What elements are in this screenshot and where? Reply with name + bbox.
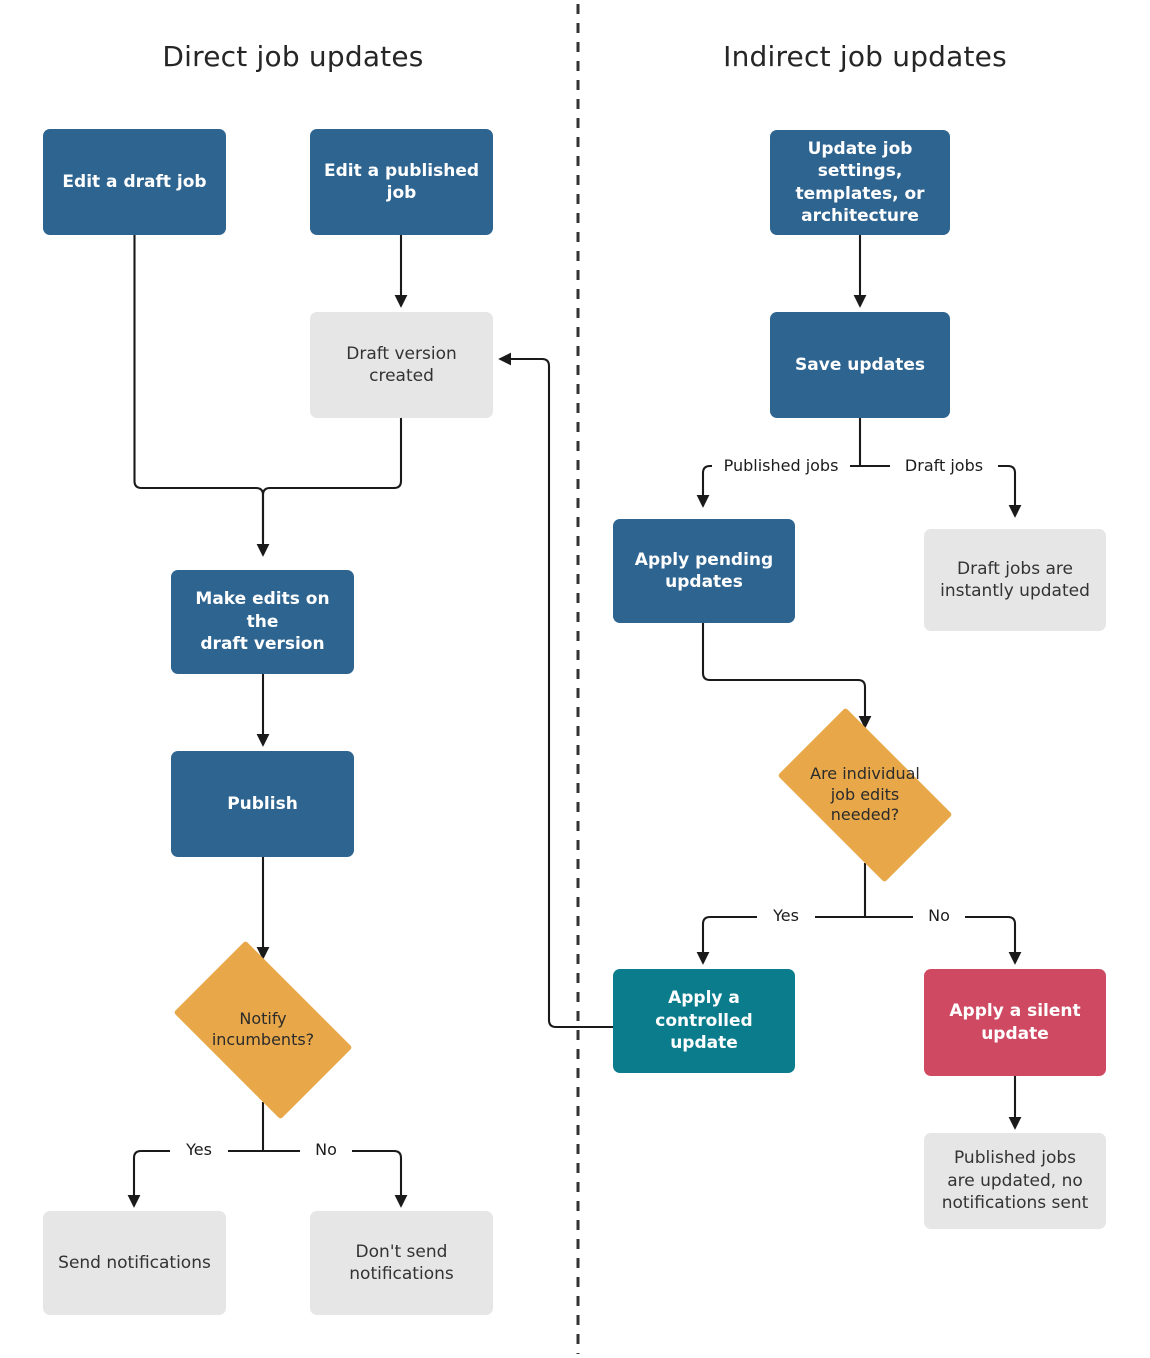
edge-label-published-jobs: Published jobs xyxy=(712,456,850,475)
edge-label-notify-no: No xyxy=(300,1140,352,1159)
node-edit-a-published-job[interactable]: Edit a published job xyxy=(310,129,493,235)
edge-label-edits-no: No xyxy=(913,906,965,925)
node-individual-job-edits-decision[interactable]: Are individual job edits needed? xyxy=(758,707,972,883)
node-make-edits-on-draft-version[interactable]: Make edits on the draft version xyxy=(171,570,354,674)
edge-label-edits-yes: Yes xyxy=(757,906,815,925)
edge-editdraft-to-merge xyxy=(133,235,270,557)
edge-published-jobs xyxy=(696,464,860,508)
column-title-indirect: Indirect job updates xyxy=(723,40,1007,73)
edge-label-notify-yes: Yes xyxy=(170,1140,228,1159)
node-update-job-settings[interactable]: Update job settings, templates, or archi… xyxy=(770,130,950,235)
node-apply-a-controlled-update[interactable]: Apply a controlled update xyxy=(613,969,795,1073)
edge-applypending-to-decision xyxy=(701,623,872,729)
node-apply-pending-updates[interactable]: Apply pending updates xyxy=(613,519,795,623)
edge-decision-yes xyxy=(696,915,865,965)
edge-controlledupdate-to-draftversion-feedback xyxy=(498,352,613,1029)
node-draft-jobs-instantly-updated[interactable]: Draft jobs are instantly updated xyxy=(924,529,1106,631)
node-edit-a-draft-job[interactable]: Edit a draft job xyxy=(43,129,226,235)
edge-draft-jobs xyxy=(860,464,1022,518)
edge-label-draft-jobs: Draft jobs xyxy=(890,456,998,475)
edge-notify-no xyxy=(263,1149,408,1208)
node-send-notifications[interactable]: Send notifications xyxy=(43,1211,226,1315)
edge-draftversion-to-merge xyxy=(261,418,403,540)
node-published-jobs-updated-no-notifications[interactable]: Published jobs are updated, no notificat… xyxy=(924,1133,1106,1229)
node-dont-send-notifications[interactable]: Don't send notifications xyxy=(310,1211,493,1315)
node-draft-version-created[interactable]: Draft version created xyxy=(310,312,493,418)
node-save-updates[interactable]: Save updates xyxy=(770,312,950,418)
edge-decision-no xyxy=(865,915,1022,965)
edge-notify-yes xyxy=(127,1149,263,1208)
node-publish[interactable]: Publish xyxy=(171,751,354,857)
node-notify-incumbents-label: Notify incumbents? xyxy=(211,1009,315,1049)
node-notify-incumbents-decision[interactable]: Notify incumbents? xyxy=(156,940,370,1120)
node-apply-a-silent-update[interactable]: Apply a silent update xyxy=(924,969,1106,1076)
node-individual-job-edits-label: Are individual job edits needed? xyxy=(810,763,920,825)
column-title-direct: Direct job updates xyxy=(162,40,424,73)
